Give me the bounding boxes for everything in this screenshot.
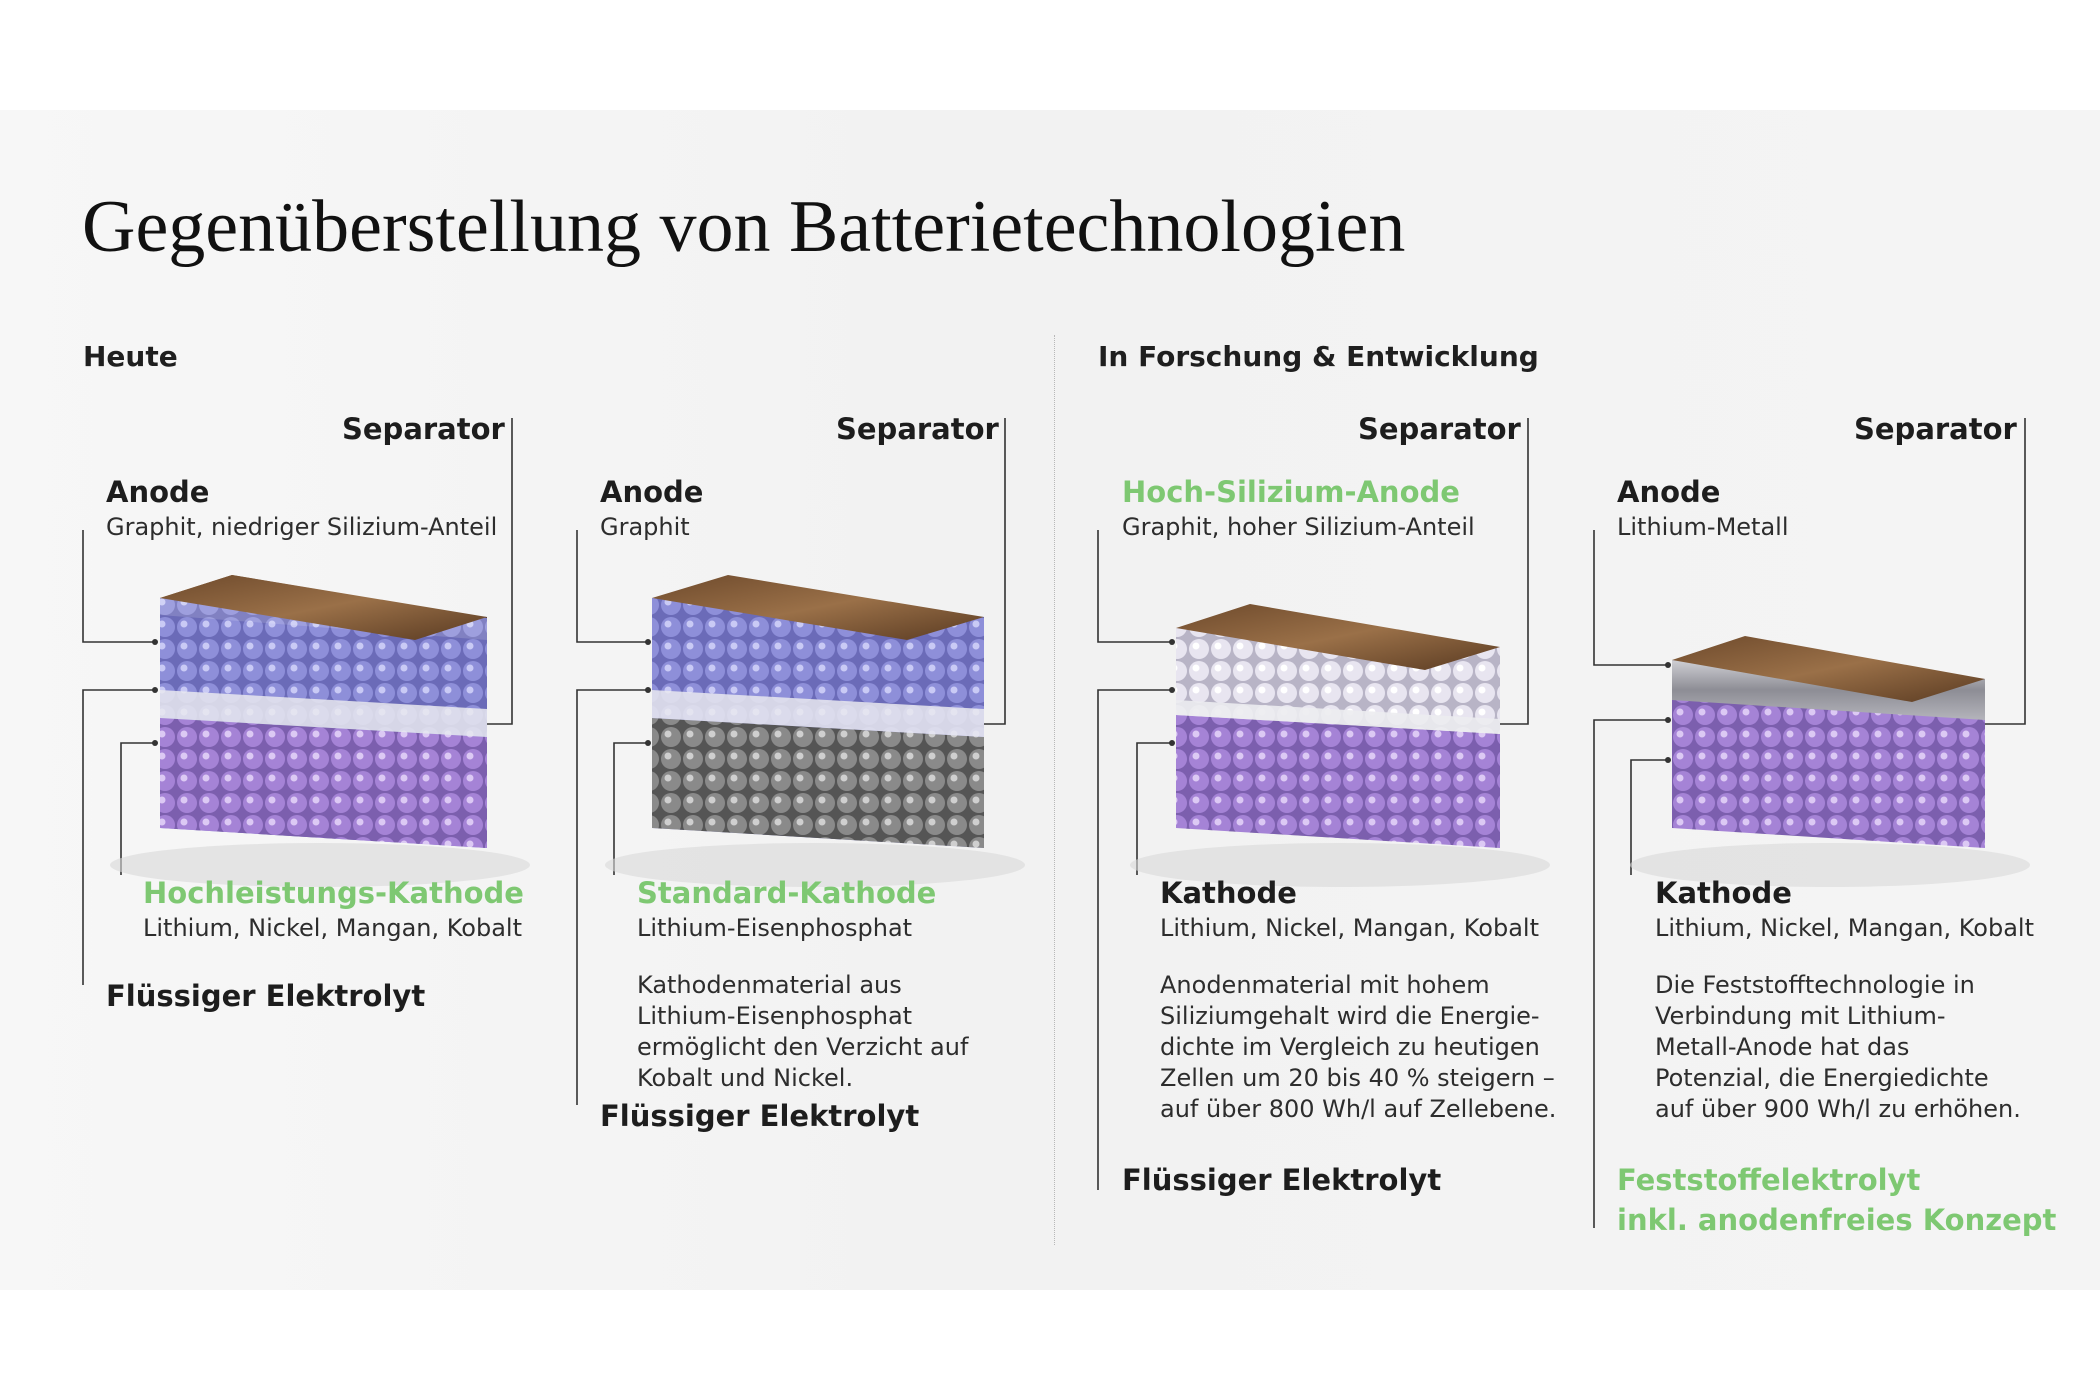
description-4: Die Feststofftechnologie in Verbindung m… (1655, 971, 2021, 1123)
electrolyte-label-1: Flüssiger Elektrolyt (106, 979, 426, 1013)
anode-connector-4 (1593, 530, 1668, 666)
cathode-sub-1: Lithium, Nickel, Mangan, Kobalt (143, 914, 523, 942)
anode-sub-2: Graphit (600, 513, 690, 541)
electrolyte-label-2: Flüssiger Elektrolyt (600, 1099, 920, 1133)
electrolyte-label-3: Flüssiger Elektrolyt (1122, 1163, 1442, 1197)
cathode-label-4: Kathode (1655, 876, 1792, 910)
cathode-label-2: Standard-Kathode (637, 876, 937, 910)
cathode-sub-2: Lithium-Eisenphosphat (637, 914, 913, 942)
anode-connector-3 (1097, 530, 1172, 643)
anode-sub-1: Graphit, niedriger Silizium-Anteil (106, 513, 498, 541)
battery-cell-2 (605, 575, 1025, 887)
section-divider (1054, 335, 1055, 1245)
electrolyte-connector-2 (576, 689, 648, 1105)
cathode-sub-4: Lithium, Nickel, Mangan, Kobalt (1655, 914, 2035, 942)
electrolyte-connector-3 (1097, 689, 1172, 1190)
cathode-connector-4 (1630, 759, 1668, 875)
battery-cell-4 (1630, 636, 2030, 887)
cathode-label-3: Kathode (1160, 876, 1297, 910)
separator-label-2: Separator (836, 412, 999, 446)
separator-label-3: Separator (1358, 412, 1521, 446)
electrolyte-label-4: Feststoffelektrolyt (1617, 1163, 1921, 1197)
section-research-heading: In Forschung & Entwicklung (1098, 340, 1539, 373)
battery-cell-3 (1130, 604, 1550, 887)
cathode-label-1: Hochleistungs-Kathode (143, 876, 524, 910)
anode-label-1: Anode (106, 475, 210, 509)
anode-label-3: Hoch-Silizium-Anode (1122, 475, 1460, 509)
anode-label-2: Anode (600, 475, 704, 509)
anode-sub-4: Lithium-Metall (1617, 513, 1789, 541)
battery-cell-1 (110, 575, 530, 887)
description-3: Anodenmaterial mit hohem Siliziumgehalt … (1160, 971, 1557, 1123)
cathode-connector-1 (120, 742, 155, 875)
electrolyte-connector-4 (1593, 719, 1668, 1228)
section-today-heading: Heute (83, 340, 178, 373)
anode-sub-3: Graphit, hoher Silizium-Anteil (1122, 513, 1475, 541)
page-title: Gegenüberstellung von Batterietechnologi… (82, 186, 1406, 268)
description-2: Kathodenmaterial aus Lithium-Eisenphosph… (637, 971, 969, 1092)
anode-connector-1 (82, 530, 155, 643)
electrolyte-sub-label-4: inkl. anodenfreies Konzept (1617, 1203, 2057, 1237)
separator-connector-4 (1975, 418, 2026, 725)
anode-label-4: Anode (1617, 475, 1721, 509)
electrolyte-connector-1 (82, 689, 155, 985)
anode-connector-2 (576, 530, 648, 643)
separator-label-4: Separator (1854, 412, 2017, 446)
cathode-connector-2 (613, 742, 648, 875)
cathode-connector-3 (1136, 742, 1172, 875)
cathode-sub-3: Lithium, Nickel, Mangan, Kobalt (1160, 914, 1540, 942)
separator-label-1: Separator (342, 412, 505, 446)
